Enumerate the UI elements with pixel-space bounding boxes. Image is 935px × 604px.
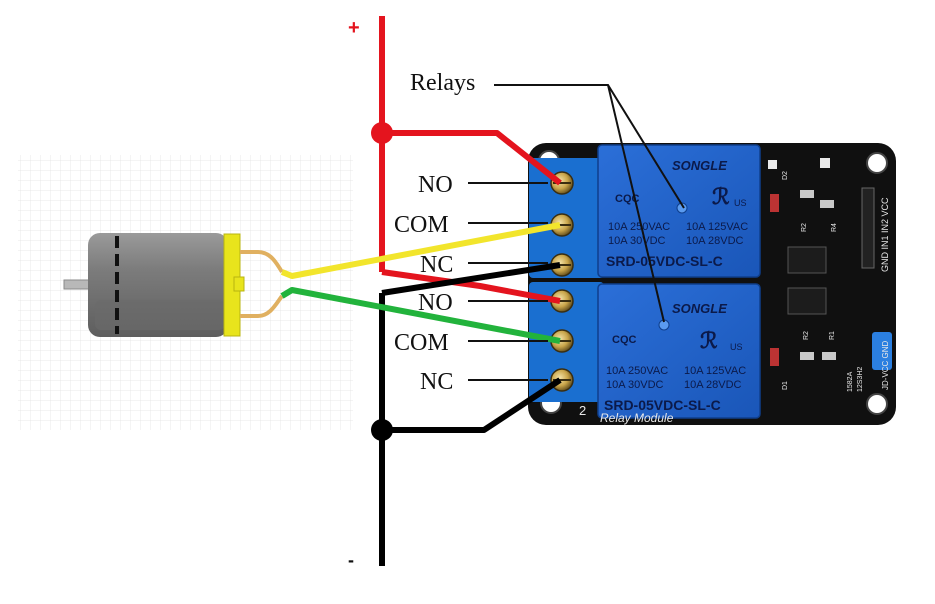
positive-junction: [371, 122, 393, 144]
terminal-labels: NO COM NC NO COM NC: [394, 172, 453, 395]
board-chip-code: 1582A: [847, 371, 854, 392]
board-part-d1: D1: [782, 381, 789, 390]
relay-2-rating-dc: 10A 30VDC: [606, 379, 664, 391]
relay-1-ul-mark: ℛ: [712, 184, 730, 209]
board-module-text: Relay Module: [600, 411, 674, 425]
jumper-block: [872, 332, 892, 370]
relays-callout-label: Relays: [410, 70, 475, 96]
relay-2-housing: [597, 283, 761, 419]
board-part-r2-bottom: R2: [803, 331, 810, 340]
label-no-2: NO: [418, 290, 453, 316]
relay-1-rating-ac: 10A 250VAC: [608, 221, 670, 233]
relays-callout: Relays: [410, 70, 685, 323]
relay-2-rating-ac: 10A 250VAC: [606, 365, 668, 377]
relay-1-brand: SONGLE: [672, 158, 727, 173]
motor-wire-green: [280, 287, 561, 344]
negative-junction: [371, 419, 393, 441]
relay-2-cert-us: US: [730, 342, 743, 352]
relay-2-brand: SONGLE: [672, 301, 727, 316]
motor-lead-lower: [240, 294, 284, 318]
dc-motor: [63, 233, 284, 337]
motor-lead-upper: [240, 250, 284, 274]
nc1-to-negative: [381, 262, 561, 296]
positive-wiring: [371, 16, 562, 304]
label-com-2: COM: [394, 330, 449, 356]
relay-2: SONGLE CQC ℛ US 10A 250VAC 10A 125VAC 10…: [597, 283, 761, 419]
header-pin-labels: GND IN1 IN2 VCC: [880, 197, 890, 272]
relay-1: SONGLE CQC US ℛ 10A 250VAC 10A 125VAC 10…: [597, 144, 761, 278]
relay-1-rating-dc: 10A 30VDC: [608, 235, 666, 247]
label-com-1: COM: [394, 212, 449, 238]
pin-header: [861, 187, 875, 269]
relays-callout-arrow: [494, 84, 685, 323]
board-chip-code-2: 12S3H2: [857, 367, 864, 392]
relay-2-rating-dc2: 10A 28VDC: [684, 379, 742, 391]
board-channel-mark: 2: [579, 403, 586, 418]
motor-cap-notch: [233, 276, 245, 292]
jumper-pin-labels: JD-VCC GND: [881, 340, 890, 390]
label-nc-2: NC: [420, 369, 453, 395]
positive-to-no1: [382, 130, 562, 186]
board-part-r2-top: R2: [801, 223, 808, 232]
terminal-screws: [550, 171, 574, 392]
diode-1: [770, 194, 779, 212]
label-nc-1: NC: [420, 252, 453, 278]
relay-1-model: SRD-05VDC-SL-C: [606, 253, 723, 269]
relay-2-rating-ac2: 10A 125VAC: [684, 365, 746, 377]
resistor-1: [800, 190, 814, 198]
negative-sign: -: [348, 550, 354, 570]
nc2-to-negative: [382, 377, 562, 433]
relay-1-rating-ac2: 10A 125VAC: [686, 221, 748, 233]
optocoupler-1: [787, 246, 827, 274]
resistor-3: [800, 352, 814, 360]
relay-2-model: SRD-05VDC-SL-C: [604, 397, 721, 413]
led-2: [768, 160, 777, 169]
motor-wire-yellow: [280, 222, 561, 279]
resistor-2: [820, 200, 834, 208]
resistor-4: [822, 352, 836, 360]
relay-2-ul-mark: ℛ: [700, 328, 718, 353]
led-1: [820, 158, 830, 168]
board-part-d2: D2: [782, 171, 789, 180]
board-part-r4: R4: [831, 223, 838, 232]
mount-hole-br: [866, 393, 888, 415]
motor-endcap-shade: [95, 300, 225, 330]
mount-hole-tr: [866, 152, 888, 174]
relay-1-rating-dc2: 10A 28VDC: [686, 235, 744, 247]
label-no-1: NO: [418, 172, 453, 198]
diode-2: [770, 348, 779, 366]
relay-module: SONGLE CQC US ℛ 10A 250VAC 10A 125VAC 10…: [528, 143, 896, 425]
positive-to-no2: [381, 269, 561, 304]
negative-wiring: [371, 262, 562, 566]
board-part-r1: R1: [829, 331, 836, 340]
board-components: GND IN1 IN2 VCC JD-VCC GND D2 R2 R4 R2 R…: [579, 158, 892, 425]
positive-sign: +: [348, 17, 360, 39]
relay-2-cert: CQC: [612, 334, 637, 346]
optocoupler-2: [787, 287, 827, 315]
terminal-pointers: [468, 182, 548, 381]
relay-1-cert-us: US: [734, 198, 747, 208]
